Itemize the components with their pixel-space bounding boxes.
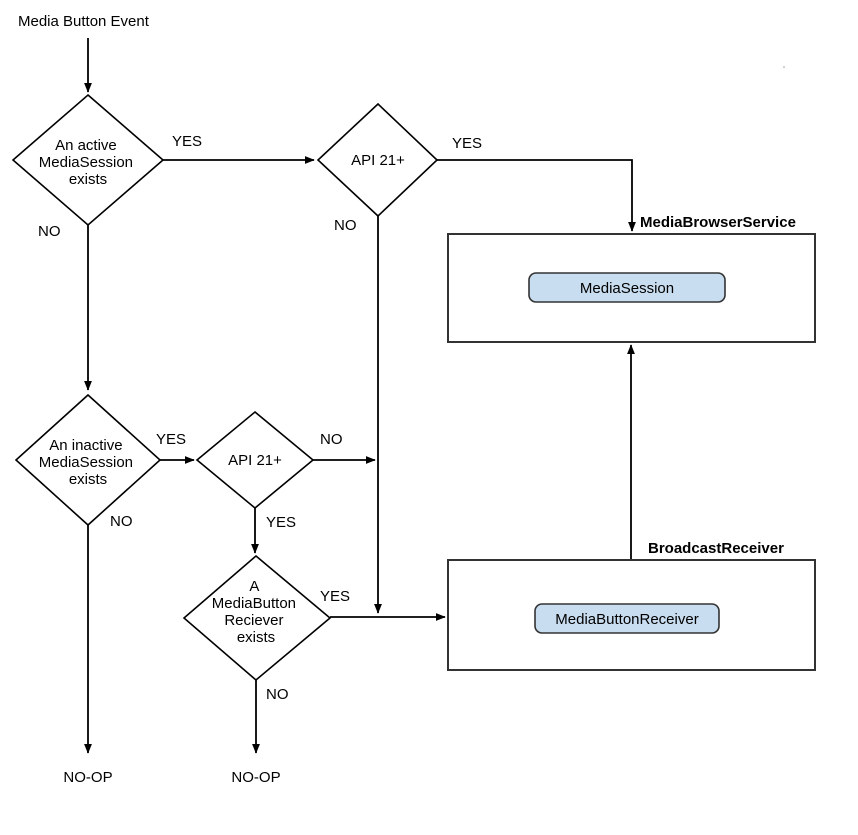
edge-label-api21-top-no: NO xyxy=(334,217,357,234)
edge-label-active-yes: YES xyxy=(172,133,202,150)
container-broadcast-receiver-label: BroadcastReceiver xyxy=(648,540,784,557)
entry-label: Media Button Event xyxy=(18,13,150,30)
edge-label-api21-top-yes: YES xyxy=(452,135,482,152)
container-media-browser-service-label: MediaBrowserService xyxy=(640,214,796,231)
node-media-button-receiver-label: MediaButtonReceiver xyxy=(555,611,698,628)
edge-label-inactive-yes: YES xyxy=(156,431,186,448)
terminal-no-op-middle: NO-OP xyxy=(231,769,280,786)
edge-label-api21-bottom-no: NO xyxy=(320,431,343,448)
node-media-button-receiver[interactable] xyxy=(534,603,720,634)
decision-api21-bottom-label: API 21+ xyxy=(228,452,282,469)
decision-media-button-receiver-exists-label: A MediaButton Reciever exists xyxy=(212,578,300,646)
edge-label-active-no: NO xyxy=(38,223,61,240)
edge-label-mbr-no: NO xyxy=(266,686,289,703)
node-media-session[interactable] xyxy=(528,272,726,303)
decision-inactive-session-label: An inactive MediaSession exists xyxy=(39,437,137,488)
node-media-session-label: MediaSession xyxy=(580,280,674,297)
edge-label-inactive-no: NO xyxy=(110,513,133,530)
terminal-no-op-left: NO-OP xyxy=(63,769,112,786)
decision-active-session-label: An active MediaSession exists xyxy=(39,137,137,188)
edge-label-mbr-yes: YES xyxy=(320,588,350,605)
decision-api21-top-label: API 21+ xyxy=(351,152,405,169)
stray-dot xyxy=(782,65,786,69)
edge-api21-top-yes-to-media-browser-service xyxy=(437,159,636,232)
edge-label-api21-bottom-yes: YES xyxy=(266,514,296,531)
